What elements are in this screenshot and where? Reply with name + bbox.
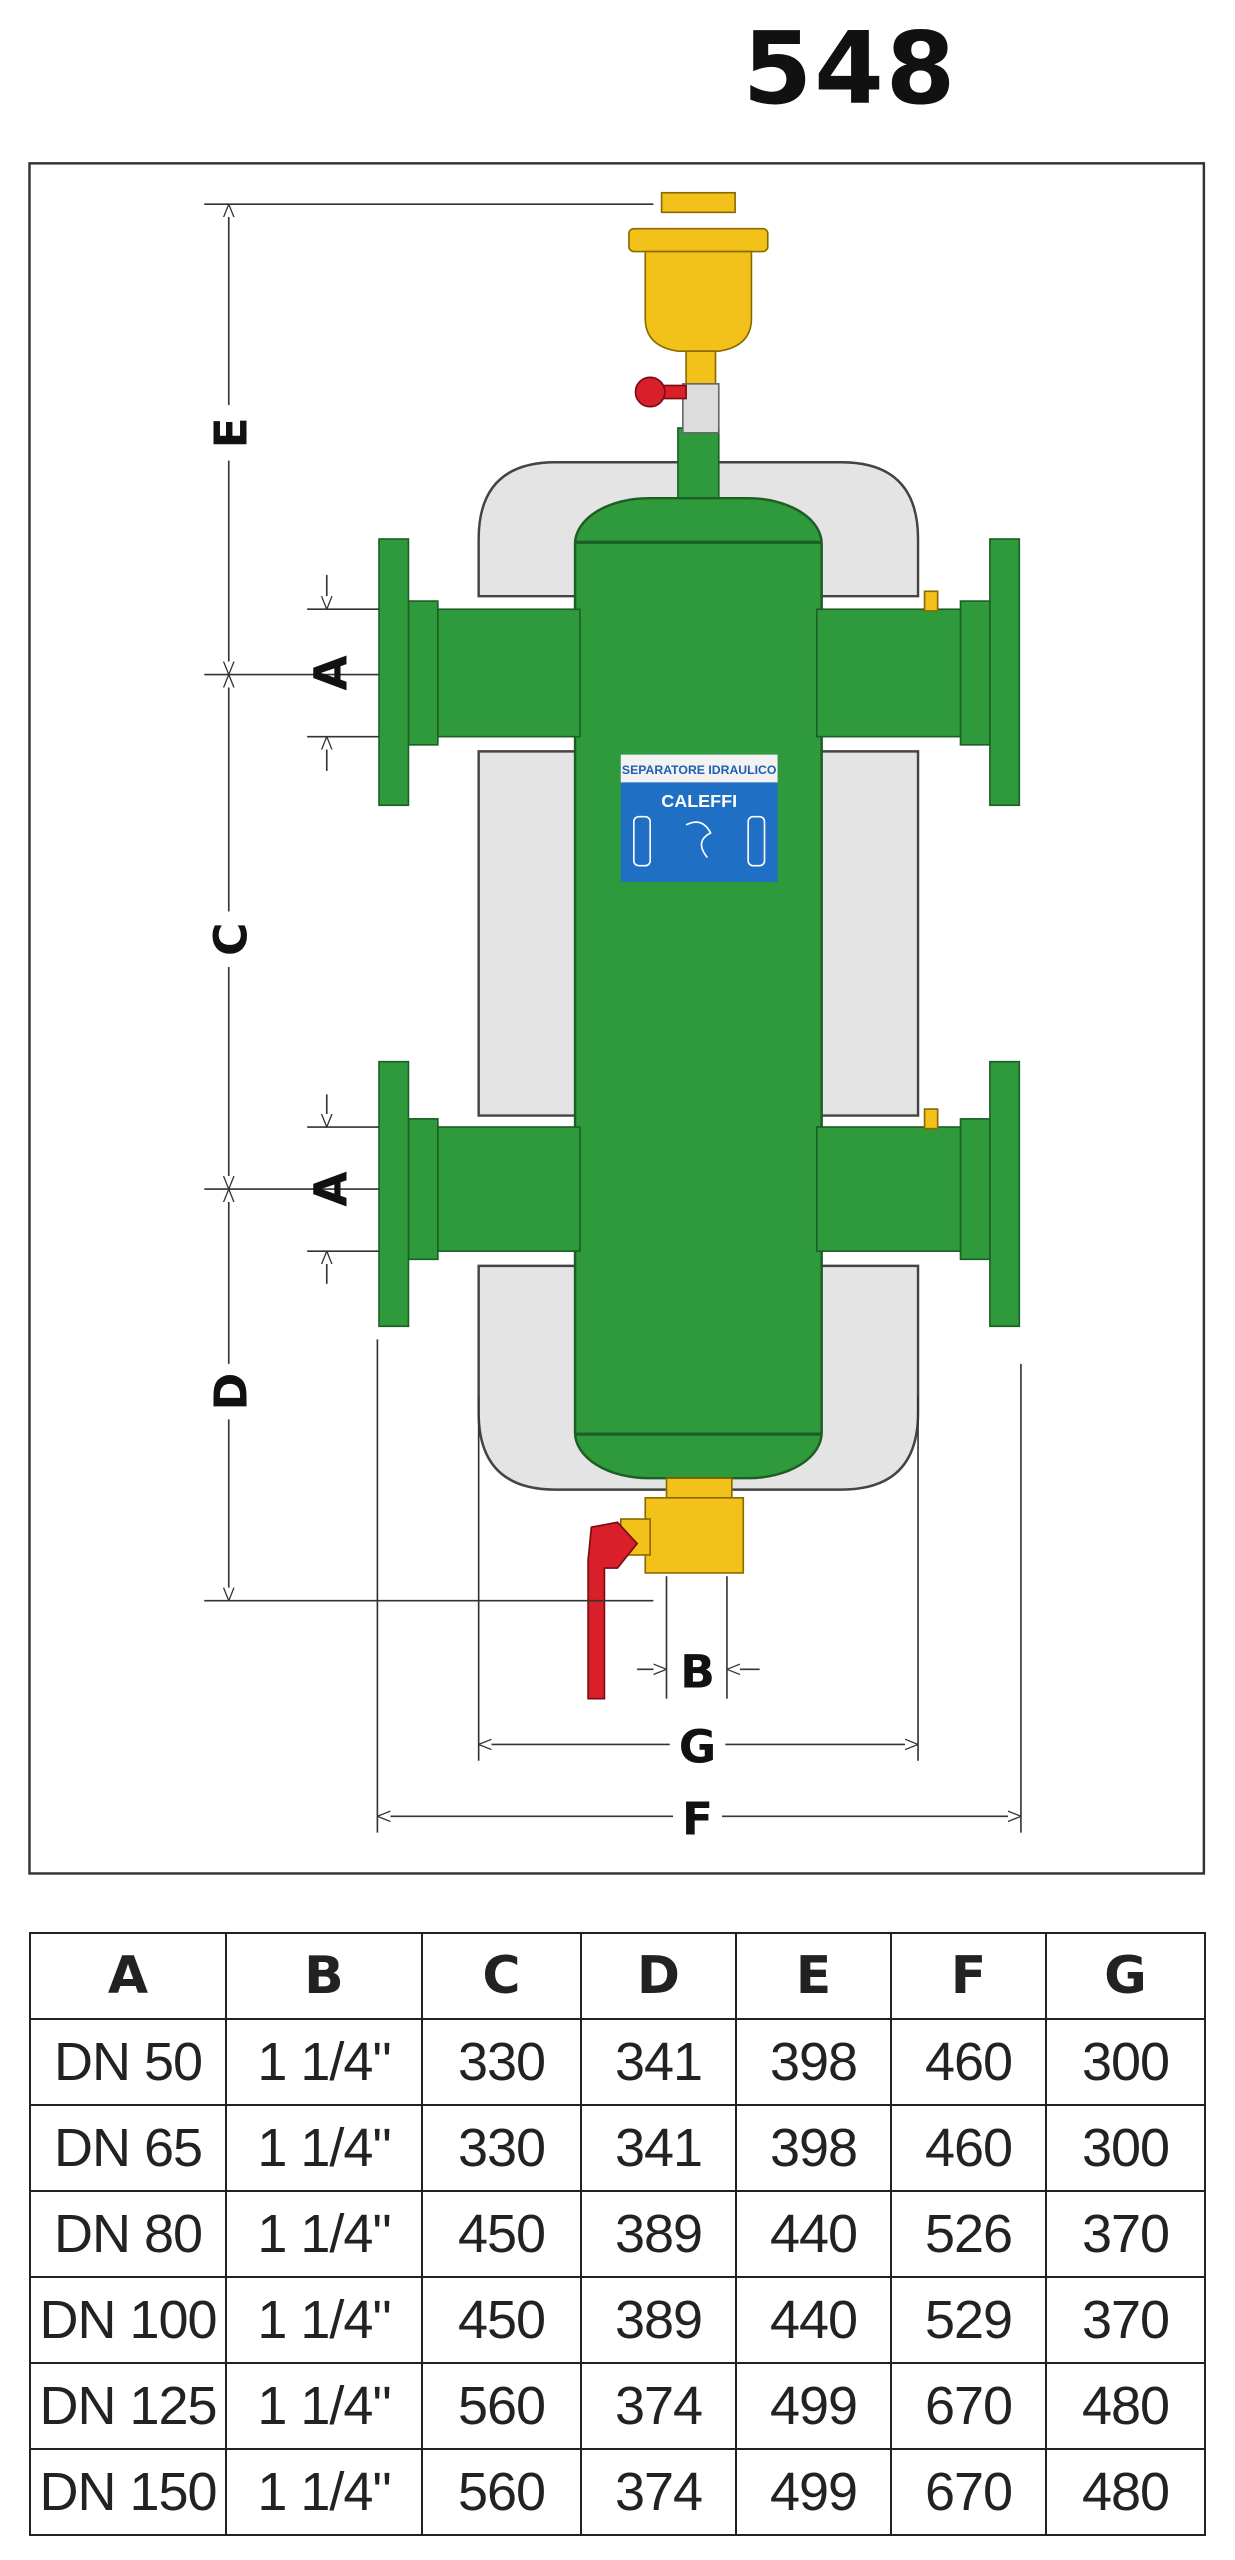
table-cell-f: 526 [890, 2190, 1047, 2278]
header-f: F [890, 1932, 1047, 2020]
table-cell-f: 460 [890, 2018, 1047, 2106]
dim-label-c: C [205, 922, 258, 956]
product-plaque: SEPARATORE IDRAULICO CALEFFI [620, 754, 778, 883]
table-cell-d: 389 [580, 2276, 737, 2364]
dim-label-f: F [682, 1792, 713, 1845]
dim-label-d: D [205, 1373, 258, 1411]
shutoff-valve-handle-icon [634, 376, 687, 408]
table-cell-a: DN 65 [29, 2104, 227, 2192]
table-cell-a: DN 150 [29, 2448, 227, 2536]
table-cell-e: 440 [735, 2276, 892, 2364]
air-vent-valve [628, 191, 769, 434]
table-cell-d: 341 [580, 2104, 737, 2192]
table-cell-c: 330 [421, 2104, 582, 2192]
product-code-title: 548 [742, 10, 958, 127]
dim-label-e: E [205, 417, 258, 448]
table-cell-b: 1 1/4" [225, 2276, 423, 2364]
header-c: C [421, 1932, 582, 2020]
table-cell-d: 389 [580, 2190, 737, 2278]
dim-label-b: B [680, 1645, 715, 1698]
lower-right-flanged-connection [815, 1060, 1021, 1328]
table-cell-c: 450 [421, 2190, 582, 2278]
dim-label-a-top: A [304, 655, 357, 691]
drain-valve-lever-icon [587, 1521, 639, 1700]
table-cell-f: 529 [890, 2276, 1047, 2364]
table-cell-g: 370 [1045, 2276, 1206, 2364]
technical-drawing: SEPARATORE IDRAULICO CALEFFI [28, 162, 1206, 1875]
table-cell-c: 450 [421, 2276, 582, 2364]
table-cell-b: 1 1/4" [225, 2190, 423, 2278]
table-cell-c: 560 [421, 2362, 582, 2450]
table-cell-b: 1 1/4" [225, 2018, 423, 2106]
table-cell-b: 1 1/4" [225, 2448, 423, 2536]
table-cell-c: 330 [421, 2018, 582, 2106]
table-cell-d: 341 [580, 2018, 737, 2106]
header-d: D [580, 1932, 737, 2020]
table-cell-g: 300 [1045, 2104, 1206, 2192]
table-cell-a: DN 50 [29, 2018, 227, 2106]
table-cell-e: 499 [735, 2448, 892, 2536]
table-cell-f: 460 [890, 2104, 1047, 2192]
table-cell-g: 480 [1045, 2448, 1206, 2536]
table-cell-a: DN 80 [29, 2190, 227, 2278]
plaque-brand: CALEFFI [661, 791, 737, 811]
table-cell-b: 1 1/4" [225, 2362, 423, 2450]
table-cell-e: 499 [735, 2362, 892, 2450]
table-cell-e: 440 [735, 2190, 892, 2278]
dim-label-a-bottom: A [304, 1171, 357, 1207]
table-cell-g: 480 [1045, 2362, 1206, 2450]
dim-label-g: G [679, 1720, 717, 1773]
table-cell-c: 560 [421, 2448, 582, 2536]
header-b: B [225, 1932, 423, 2020]
dimension-labels: E C D A A B G F [205, 405, 726, 1845]
dimension-lines [204, 203, 1022, 1833]
lower-left-flanged-connection [378, 1060, 581, 1328]
header-e: E [735, 1932, 892, 2020]
table-cell-f: 670 [890, 2448, 1047, 2536]
upper-right-flanged-connection [815, 538, 1021, 807]
table-cell-a: DN 125 [29, 2362, 227, 2450]
upper-left-flanged-connection [378, 538, 581, 807]
table-cell-e: 398 [735, 2104, 892, 2192]
table-header-row: A B C D E F G [29, 1932, 1206, 2020]
table-cell-d: 374 [580, 2448, 737, 2536]
separator-vessel [573, 427, 823, 1496]
table-cell-f: 670 [890, 2362, 1047, 2450]
table-cell-e: 398 [735, 2018, 892, 2106]
table-cell-b: 1 1/4" [225, 2104, 423, 2192]
table-cell-d: 374 [580, 2362, 737, 2450]
table-cell-a: DN 100 [29, 2276, 227, 2364]
header-a: A [29, 1932, 227, 2020]
table-cell-g: 300 [1045, 2018, 1206, 2106]
table-cell-g: 370 [1045, 2190, 1206, 2278]
plaque-title: SEPARATORE IDRAULICO [622, 763, 777, 777]
header-g: G [1045, 1932, 1206, 2020]
